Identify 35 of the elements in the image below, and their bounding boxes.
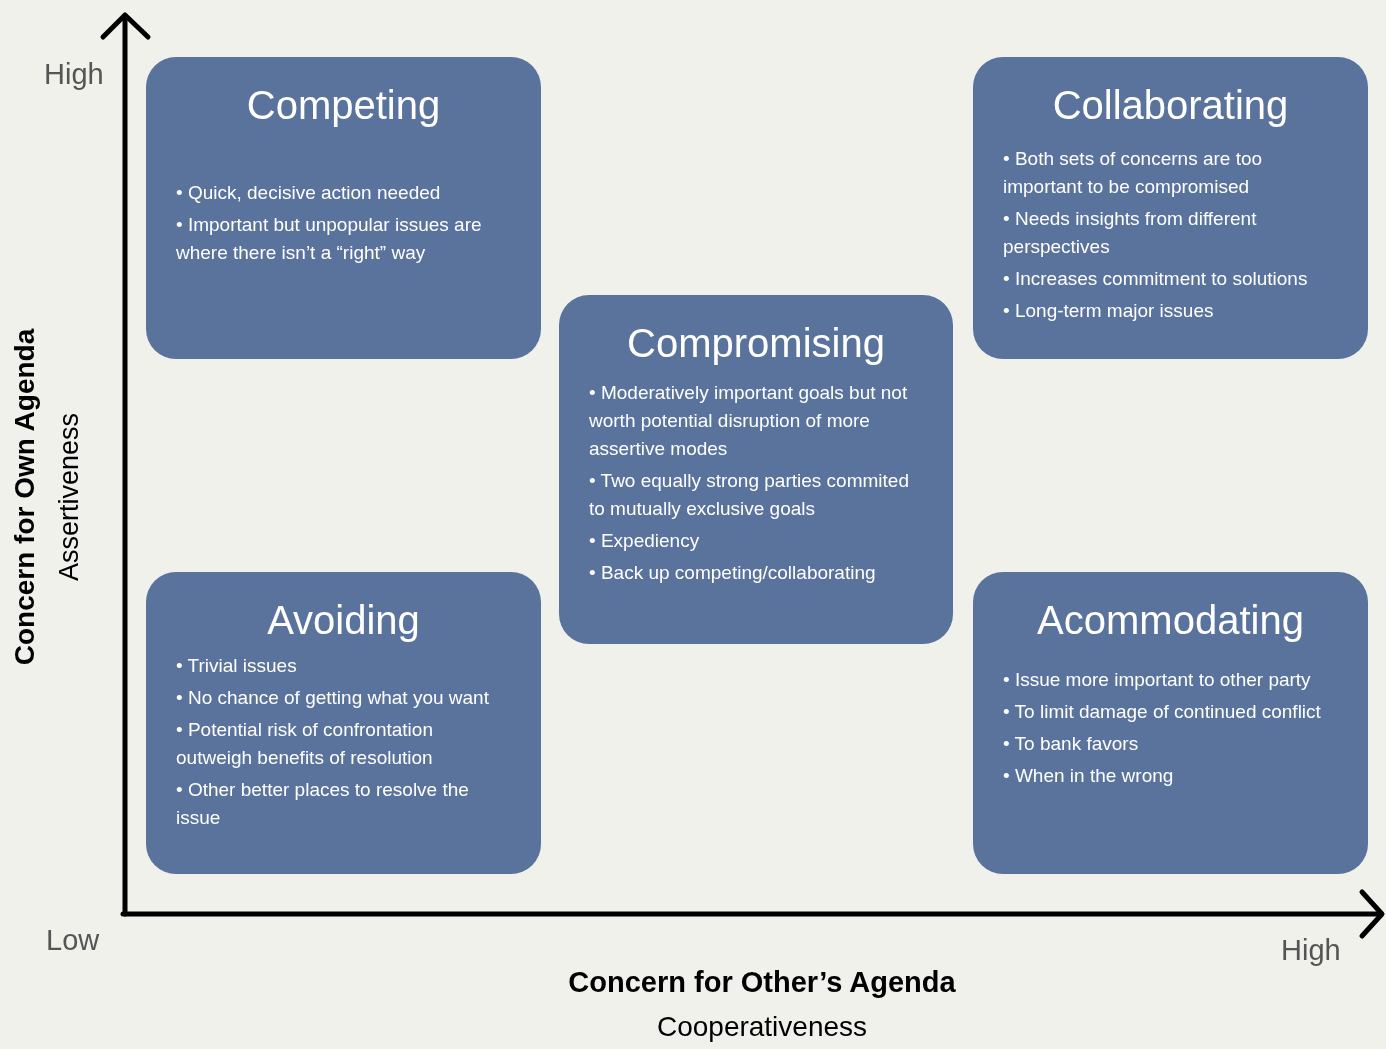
bullet-text: • Needs insights from different perspectives xyxy=(1003,207,1258,259)
quadrant-card xyxy=(559,295,953,644)
quadrant-card xyxy=(973,57,1368,359)
axis-label: Low xyxy=(46,926,100,955)
bullet-text: • To bank favors xyxy=(1003,732,1140,756)
card-title: Collaborating xyxy=(1051,82,1290,129)
quadrant-card xyxy=(146,572,541,874)
quadrant-card xyxy=(146,57,541,359)
axis-label: Cooperativeness xyxy=(656,1013,868,1041)
bullet-text: • Important but unpopular issues are where there isn’t a “right” way xyxy=(176,213,483,265)
bullet-text: • To limit damage of continued conflict xyxy=(1003,700,1322,724)
card-title: Avoiding xyxy=(266,597,421,644)
bullet-text: • Expediency xyxy=(589,529,701,553)
card-title: Compromising xyxy=(626,320,886,367)
axis-label: Concern for Other’s Agenda xyxy=(568,968,956,997)
bullet-text: • No chance of getting what you want xyxy=(176,686,490,710)
bullet-text: • Other better places to resolve the issue xyxy=(176,778,470,830)
bullet-text: • Moderatively important goals but not worth potential disruption of more assertive modes xyxy=(589,381,909,461)
axis-label: High xyxy=(44,60,104,89)
bullet-text: • Potential risk of confrontation outweigh benefits of resolution xyxy=(176,718,434,770)
axis-label: Concern for Own Agenda xyxy=(11,328,39,666)
axis-label: High xyxy=(1281,936,1341,965)
quadrant-card xyxy=(973,572,1368,874)
bullet-text: • Increases commitment to solutions xyxy=(1003,267,1309,291)
bullet-text: • Two equally strong parties commited to mutually exclusive goals xyxy=(589,469,910,521)
bullet-text: • Issue more important to other party xyxy=(1003,668,1312,692)
bullet-text: • Trivial issues xyxy=(176,654,298,678)
card-title: Acommodating xyxy=(1036,597,1305,644)
bullet-text: • When in the wrong xyxy=(1003,764,1175,788)
bullet-text: • Long-term major issues xyxy=(1003,299,1215,323)
bullet-text: • Quick, decisive action needed xyxy=(176,181,442,205)
card-title: Competing xyxy=(245,82,442,129)
bullet-text: • Both sets of concerns are too important to be compromised xyxy=(1003,147,1264,199)
axis-label: Assertiveness xyxy=(55,412,83,582)
bullet-text: • Back up competing/collaborating xyxy=(589,561,877,585)
